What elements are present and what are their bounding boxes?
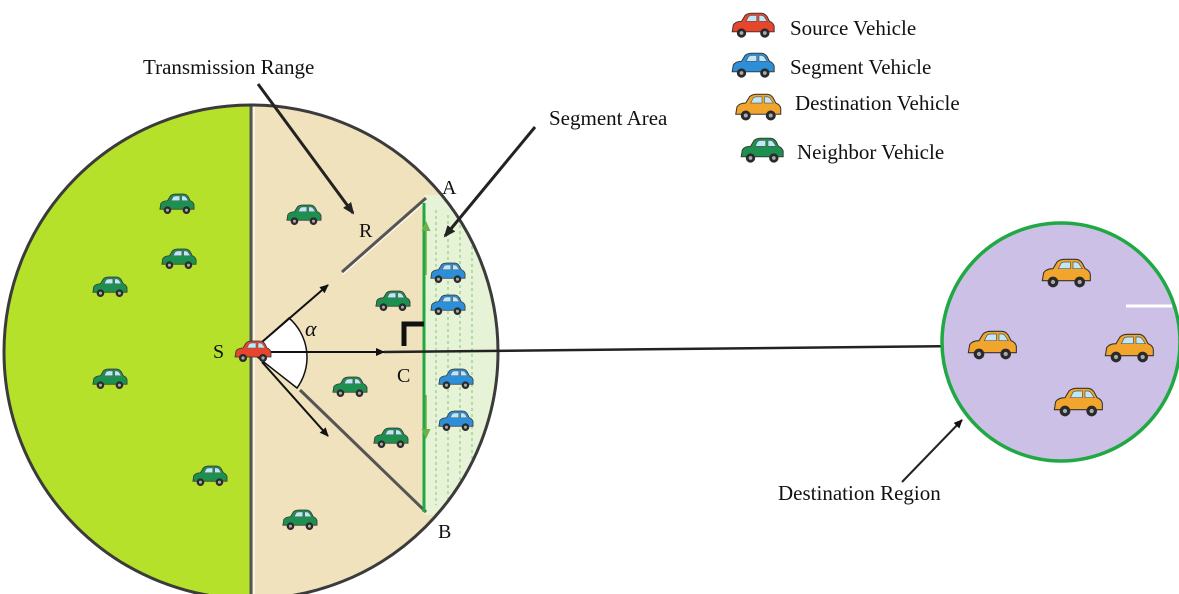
point-a-label: A	[442, 177, 457, 199]
legend-item-neighbor: Neighbor Vehicle	[740, 137, 944, 164]
arrow-lower	[261, 361, 329, 437]
destination-region-label: Destination Region	[778, 481, 941, 505]
blue-car-icon	[731, 52, 775, 79]
destination-region-arrow	[901, 419, 963, 483]
segment-area-arrow	[443, 126, 537, 238]
segment-area-label: Segment Area	[549, 106, 668, 130]
legend-item-source: Source Vehicle	[731, 12, 916, 40]
red-car-icon	[731, 12, 775, 39]
point-s-label: S	[213, 341, 224, 363]
sector-line-a	[341, 196, 427, 274]
legend-item-destination: Destination Vehicle	[735, 91, 960, 122]
angle-alpha-label: α	[305, 316, 317, 341]
transmission-range-label: Transmission Range	[143, 55, 314, 79]
legend-label: Destination Vehicle	[795, 91, 960, 115]
legend: Source Vehicle Segment Vehicle Destinati…	[731, 12, 960, 164]
radius-r-label: R	[359, 220, 373, 242]
destination-region	[940, 221, 1179, 463]
green-car-icon	[740, 137, 784, 164]
point-c-label: C	[397, 365, 410, 387]
legend-label: Segment Vehicle	[790, 55, 931, 79]
right-angle-marker	[401, 321, 424, 346]
legend-item-segment: Segment Vehicle	[731, 52, 931, 79]
sector-line-b	[298, 388, 428, 514]
sector-line-a-inner	[341, 202, 425, 276]
arrow-upper	[261, 284, 329, 343]
orange-car-icon	[735, 93, 782, 122]
transmission-range-arrow	[256, 83, 355, 215]
point-b-label: B	[438, 521, 451, 543]
legend-label: Neighbor Vehicle	[797, 140, 944, 164]
legend-label: Source Vehicle	[790, 16, 916, 40]
